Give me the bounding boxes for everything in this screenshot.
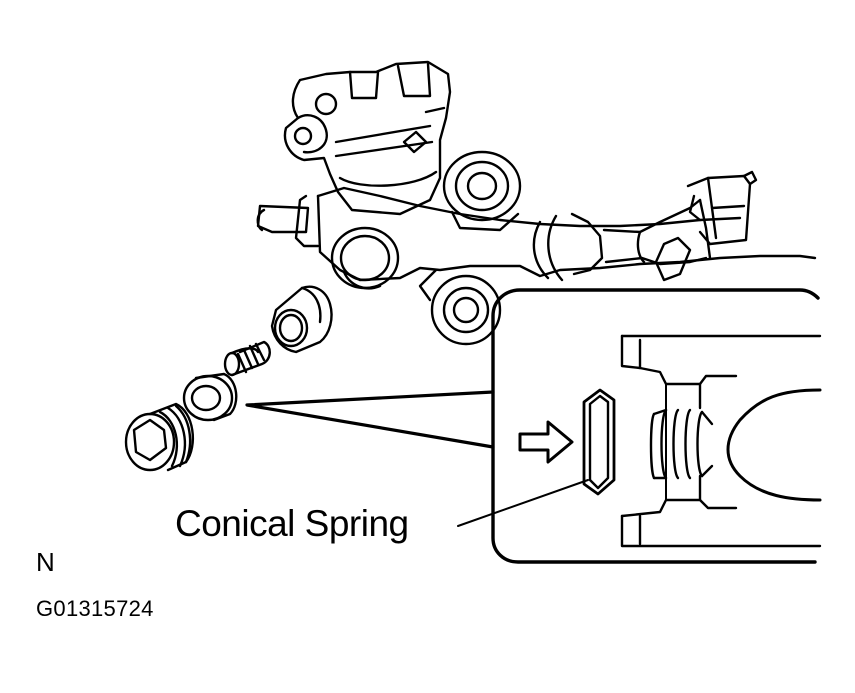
steering-gear-housing <box>256 60 817 346</box>
rack-guide-spring-cap <box>124 402 194 472</box>
hollow-right-arrow-icon <box>518 420 574 464</box>
exploded-parts <box>124 285 333 472</box>
conical-spring-label: Conical Spring <box>175 503 409 544</box>
spring-seat <box>182 372 238 422</box>
conical-spring-leader-line <box>457 479 589 527</box>
detail-conical-spring <box>582 388 616 496</box>
detail-box <box>457 288 822 564</box>
rack-guide-spring <box>223 340 271 377</box>
figure-code-label: G01315724 <box>36 596 154 621</box>
rack-guide <box>270 285 333 354</box>
callout-pointer <box>245 390 495 449</box>
view-marker-label: N <box>36 547 55 577</box>
detail-spring <box>649 408 714 480</box>
